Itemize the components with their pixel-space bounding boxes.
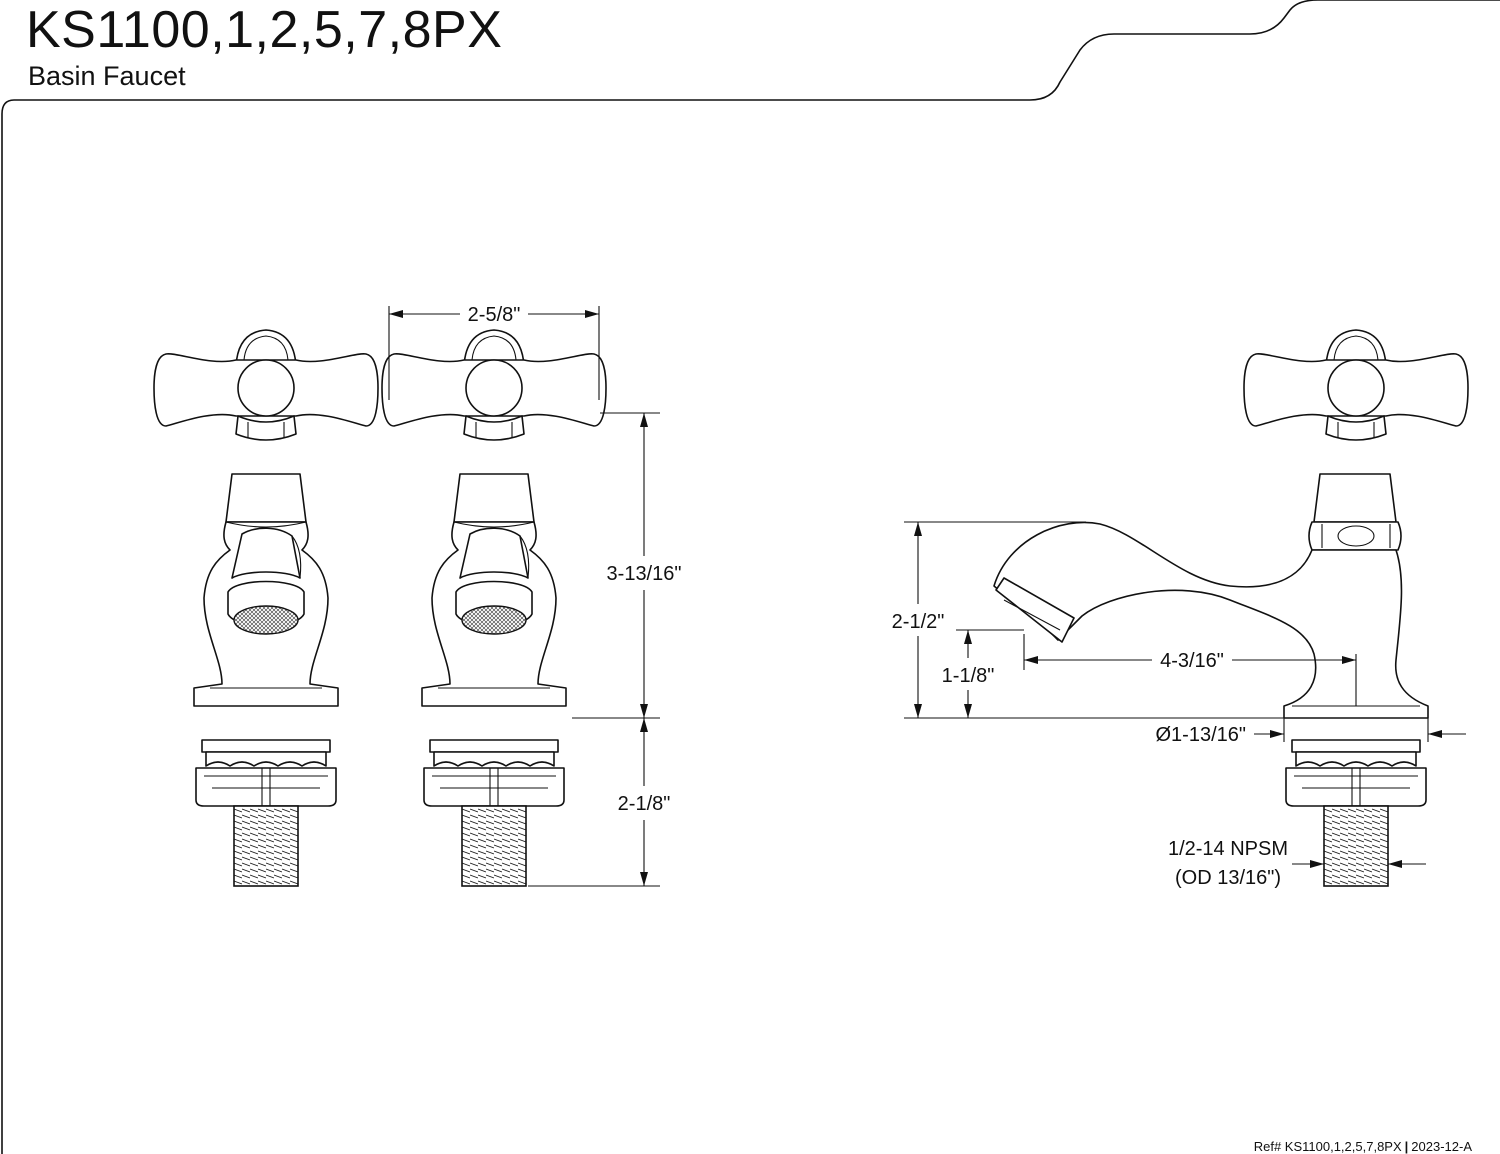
- spout-assembly: [993, 329, 1469, 887]
- footer-ref-number: Ref# KS1100,1,2,5,7,8PX: [1253, 1139, 1402, 1154]
- dim-handle-height: 3-13/16": [572, 412, 682, 719]
- dim-spout-height: 2-1/2": [892, 521, 1284, 719]
- dim-label-thread-spec: 1/2-14 NPSM: [1168, 838, 1288, 860]
- dim-label-spout-reach: 4-3/16": [1160, 650, 1224, 672]
- footer-reference: Ref# KS1100,1,2,5,7,8PX|2023-12-A: [1254, 1140, 1472, 1154]
- page-subtitle: Basin Faucet: [28, 61, 186, 91]
- dim-outlet-height: 1-1/8": [942, 629, 1024, 718]
- dim-label-spout-height: 2-1/2": [892, 611, 945, 633]
- dim-label-outlet-height: 1-1/8": [942, 665, 995, 687]
- dim-handle-width: 2-5/8": [388, 304, 600, 400]
- dim-label-thread-od: (OD 13/16"): [1175, 867, 1281, 889]
- right-handle-valve: [381, 329, 607, 887]
- dim-label-base-diameter: Ø1-13/16": [1156, 724, 1247, 746]
- dim-base-diameter: Ø1-13/16": [1156, 718, 1466, 746]
- left-handle-valve: [153, 329, 379, 887]
- page-title: KS1100,1,2,5,7,8PX: [26, 1, 503, 59]
- dim-label-handle-height: 3-13/16": [607, 563, 682, 585]
- dim-label-shank-length: 2-1/8": [618, 793, 671, 815]
- dim-shank-length: 2-1/8": [528, 718, 671, 887]
- dim-spout-reach: 4-3/16": [1023, 634, 1357, 706]
- footer-revision: 2023-12-A: [1411, 1139, 1472, 1154]
- dim-label-handle-width: 2-5/8": [468, 304, 521, 326]
- footer-separator: |: [1404, 1139, 1409, 1154]
- dim-thread-spec: 1/2-14 NPSM (OD 13/16"): [1168, 838, 1426, 889]
